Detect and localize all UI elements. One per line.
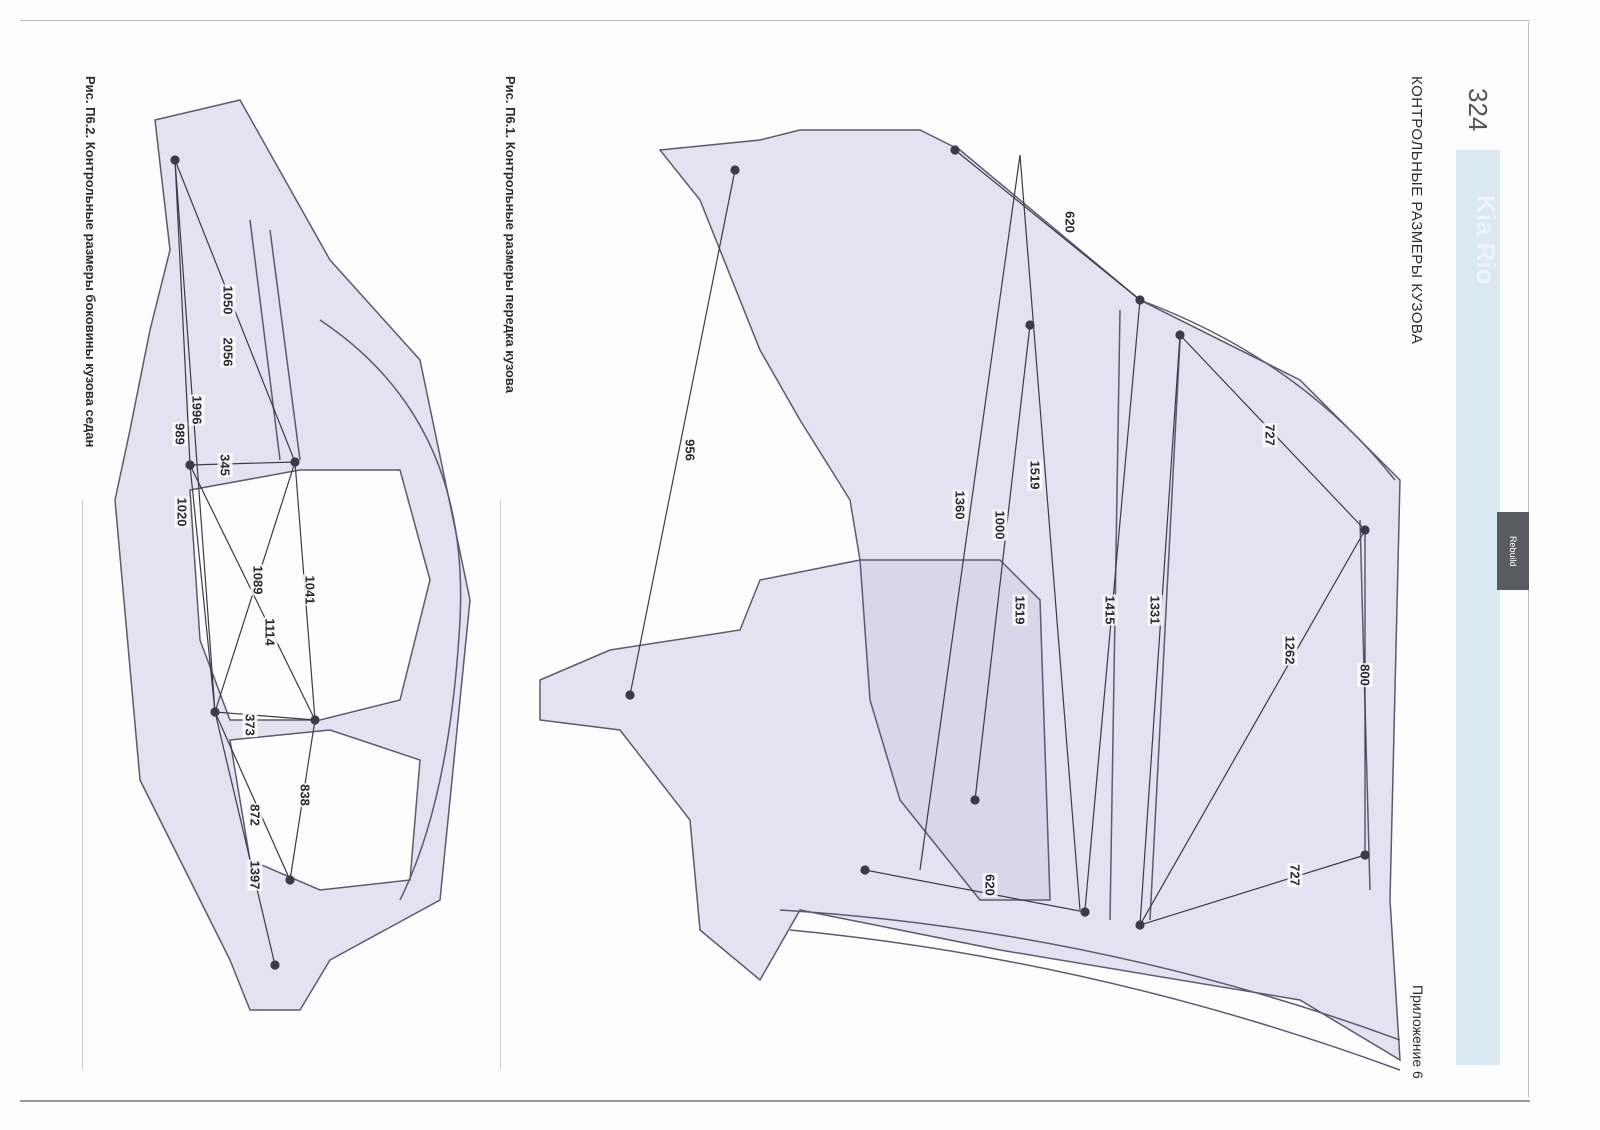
dimension-label: 872 (247, 803, 263, 827)
dimension-label: 1020 (174, 496, 190, 528)
control-point (290, 457, 300, 467)
publisher-logo: Rebuild (1497, 512, 1529, 590)
control-point (1175, 330, 1185, 340)
dimension-label: 1996 (189, 394, 205, 426)
cowl-panel (859, 559, 1051, 901)
dim-line (954, 149, 1141, 301)
control-point (270, 960, 280, 970)
dim-line (214, 711, 316, 721)
control-point (625, 690, 635, 700)
dimension-label: 727 (1287, 863, 1303, 887)
figure-2-dimension-lines (170, 155, 320, 970)
section-title: КОНТРОЛЬНЫЕ РАЗМЕРЫ КУЗОВА (1408, 76, 1425, 345)
dim-line (189, 464, 216, 713)
dimension-label: 1114 (262, 617, 278, 647)
control-point (185, 460, 195, 470)
control-point (310, 715, 320, 725)
dimension-label: 1519 (1012, 594, 1028, 626)
control-point (1135, 295, 1145, 305)
dim-line (214, 711, 276, 966)
dimension-label: 989 (172, 422, 188, 446)
bottom-rule (20, 1100, 1530, 1102)
figure-1-drawing (539, 129, 1401, 1071)
dim-line (189, 461, 296, 466)
dimension-label: 1397 (247, 859, 263, 891)
control-point (970, 795, 980, 805)
control-point (210, 707, 220, 717)
dimension-label: 373 (242, 713, 258, 737)
page-number: 324 (1463, 88, 1493, 132)
dimension-label: 620 (982, 873, 998, 897)
control-point (1025, 320, 1035, 330)
control-point (1135, 920, 1145, 930)
control-point (285, 875, 295, 885)
dim-line (174, 159, 191, 466)
dimension-label: 1519 (1027, 459, 1043, 491)
control-point (1080, 907, 1090, 917)
sill-detail (779, 909, 1401, 1071)
dim-line (1019, 154, 1081, 911)
top-rule (20, 20, 1530, 21)
dimension-label: 1360 (952, 489, 968, 521)
logo-text: Rebuild (1508, 535, 1518, 567)
dim-line (1139, 854, 1366, 926)
dimension-label: 727 (1262, 423, 1278, 447)
dim-line (214, 711, 291, 881)
dim-line (629, 169, 736, 696)
figure-2-caption: Рис. П6.2. Контрольные размеры боковины … (83, 76, 98, 448)
dimension-label: 1331 (1147, 594, 1163, 626)
header-band (1456, 150, 1500, 1065)
dim-line (919, 154, 1021, 871)
control-point (1360, 525, 1370, 535)
control-point (950, 145, 960, 155)
a-pillar (249, 219, 301, 461)
dimension-label: 838 (297, 783, 313, 807)
dim-line (864, 869, 1086, 913)
dimension-label: 1000 (992, 509, 1008, 541)
figure-2-divider (82, 500, 83, 1070)
figure-1-caption: Рис. П6.1. Контрольные размеры передка к… (503, 76, 518, 393)
dimension-label: 1041 (302, 574, 318, 606)
band-title: Kia Rio (1471, 195, 1501, 285)
control-point (170, 155, 180, 165)
control-point (860, 865, 870, 875)
dimension-label: 1050 (220, 284, 236, 316)
figure-2-drawing (114, 99, 471, 1011)
roof-rail (319, 319, 462, 901)
figure-1-divider (500, 500, 501, 1070)
dimension-label: 620 (1062, 210, 1078, 234)
control-point (1360, 850, 1370, 860)
dim-line (1139, 334, 1181, 926)
dimension-label: 1262 (1282, 634, 1298, 666)
dim-line (1139, 529, 1366, 926)
dimension-label: 956 (682, 438, 698, 462)
dimension-label: 345 (217, 453, 233, 477)
dim-line (974, 324, 1031, 801)
dimension-label: 1415 (1102, 594, 1118, 626)
dimension-label: 2056 (220, 336, 236, 368)
dimension-label: 1089 (250, 564, 266, 596)
dimension-label: 800 (1357, 663, 1373, 687)
appendix-label: Приложение 6 (1410, 985, 1426, 1079)
control-point (730, 165, 740, 175)
dim-line (174, 159, 216, 713)
